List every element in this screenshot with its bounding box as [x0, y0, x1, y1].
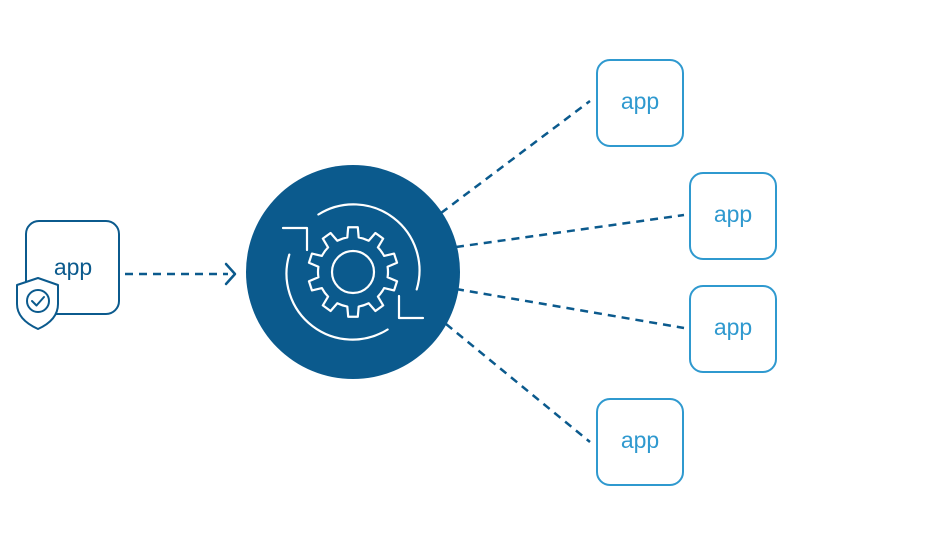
- gear-shape: [307, 226, 399, 318]
- hub-connectors: [440, 100, 685, 443]
- target-app-2: app: [689, 172, 777, 260]
- hub: [246, 165, 460, 379]
- target-app-1: app: [596, 59, 684, 147]
- gear-with-sync-arrows-icon: [281, 203, 425, 341]
- target-app-box: [689, 172, 777, 260]
- connector-4: [445, 323, 591, 443]
- connector-2: [455, 213, 685, 249]
- target-app-box: [596, 59, 684, 147]
- hub-circle: [246, 165, 460, 379]
- target-app-label: app: [621, 427, 659, 453]
- connector-3: [455, 287, 685, 330]
- target-app-label: app: [621, 88, 659, 114]
- source-app-label: app: [54, 254, 92, 280]
- target-app-box: [689, 285, 777, 373]
- target-app-label: app: [714, 201, 752, 227]
- target-app-3: app: [689, 285, 777, 373]
- shield-check-icon: [16, 277, 59, 330]
- source-app: app: [16, 220, 120, 330]
- source-to-hub-arrow: [125, 262, 237, 286]
- target-app-box: [596, 398, 684, 486]
- target-app-label: app: [714, 314, 752, 340]
- target-app-4: app: [596, 398, 684, 486]
- connector-1: [440, 100, 591, 214]
